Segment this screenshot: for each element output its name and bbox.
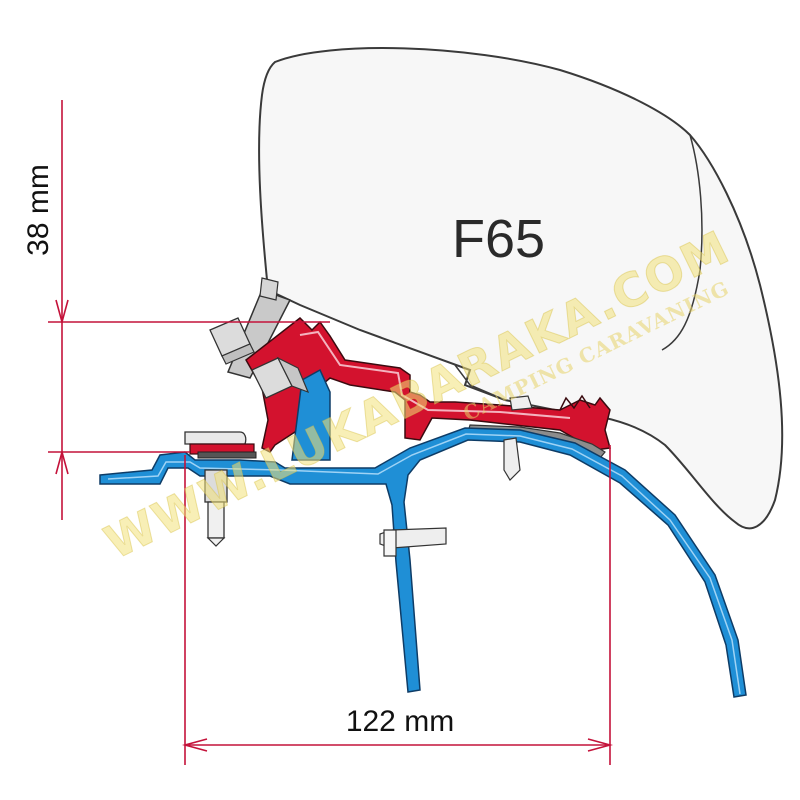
vehicle-roof-highlight bbox=[107, 433, 741, 695]
width-dimension bbox=[181, 445, 614, 765]
front-bolt bbox=[184, 431, 257, 547]
height-dimension bbox=[48, 100, 330, 520]
awning-end-cap-line bbox=[661, 134, 703, 351]
cassette-clip bbox=[509, 395, 533, 411]
blue-support-wedge bbox=[291, 368, 331, 461]
height-dimension-label: 38 mm bbox=[22, 164, 55, 256]
awning-lower-lip bbox=[454, 364, 506, 401]
awning-cassette-case bbox=[258, 47, 784, 530]
side-screw bbox=[379, 527, 447, 557]
plate-top-tab bbox=[259, 277, 279, 301]
model-label: F65 bbox=[452, 209, 545, 269]
bracket-highlight bbox=[299, 330, 571, 419]
roof-rivet bbox=[503, 437, 521, 481]
bracket-claw-end bbox=[559, 394, 591, 411]
bracket-bolt-lower bbox=[251, 356, 310, 399]
width-dimension-label: 122 mm bbox=[346, 705, 454, 738]
vehicle-roof-profile bbox=[99, 427, 747, 698]
